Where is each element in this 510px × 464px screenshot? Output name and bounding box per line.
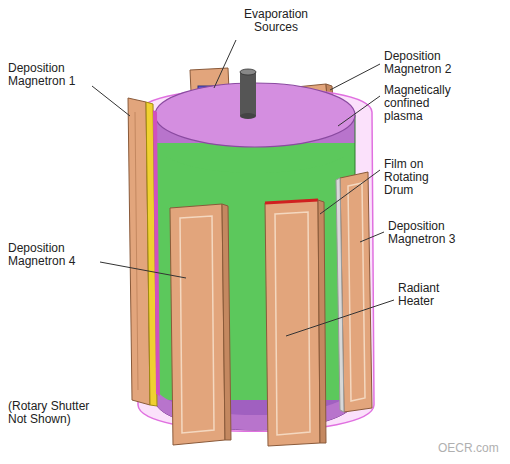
callout-label: Radiant Heater (398, 282, 458, 308)
magnetron-4 (170, 204, 231, 445)
magnetron-3 (336, 172, 372, 412)
callout-label: Evaporation Sources (236, 8, 316, 34)
magnetron-1 (128, 98, 160, 406)
radiant-heater (265, 200, 326, 446)
callout-label: (Rotary Shutter Not Shown) (8, 400, 110, 426)
callout-label: Deposition Magnetron 1 (8, 62, 92, 88)
callout-label: Deposition Magnetron 4 (8, 242, 98, 268)
callout-label: Deposition Magnetron 2 (384, 50, 468, 76)
callout-label: Deposition Magnetron 3 (388, 220, 472, 246)
leader-lines (92, 40, 394, 336)
callout-label: Magnetically confined plasma (384, 84, 468, 123)
callout-label: Film on Rotating Drum (384, 158, 446, 197)
callout-label: OECR.com (438, 442, 504, 455)
